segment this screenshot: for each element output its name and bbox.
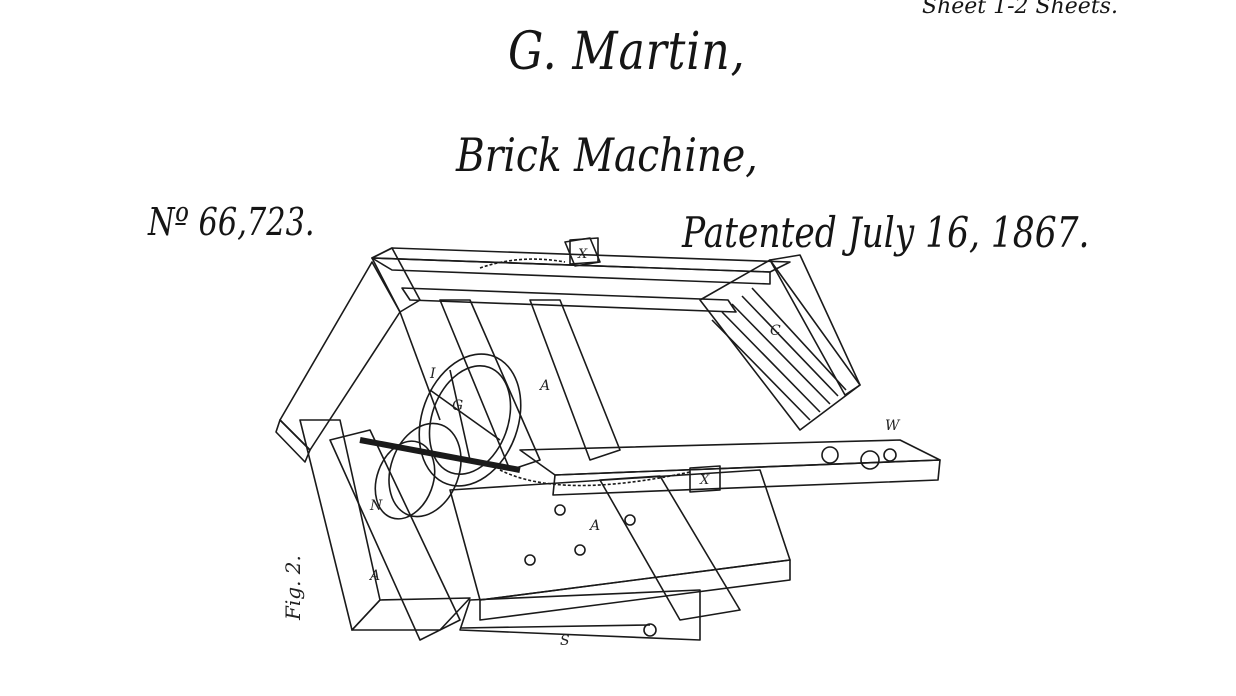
label-w: W	[885, 418, 901, 434]
label-a: A	[588, 518, 600, 534]
label-x: X	[577, 247, 588, 262]
label-i: I	[429, 366, 436, 382]
label-a: A	[538, 378, 550, 394]
label-s: S	[560, 633, 570, 649]
invention-title: Brick Machine,	[456, 128, 758, 182]
patent-number: Nº 66,723.	[148, 200, 315, 244]
label-a: A	[368, 568, 380, 584]
gear-wheel	[359, 353, 522, 520]
label-c: C	[770, 323, 781, 339]
chain	[479, 258, 566, 269]
pulleys	[524, 446, 897, 637]
inventor-name: G. Martin,	[508, 22, 746, 82]
label-n: N	[369, 498, 383, 514]
figure-label: Fig. 2.	[281, 555, 305, 621]
sheet-count: Sheet 1-2 Sheets.	[922, 0, 1118, 19]
frame-bottom	[449, 237, 941, 641]
patent-date: Patented July 16, 1867.	[682, 208, 1090, 257]
chain	[499, 469, 691, 487]
label-x: X	[699, 473, 710, 488]
frame-right	[529, 254, 861, 461]
frame-left	[275, 261, 541, 641]
label-g: G	[452, 398, 463, 414]
